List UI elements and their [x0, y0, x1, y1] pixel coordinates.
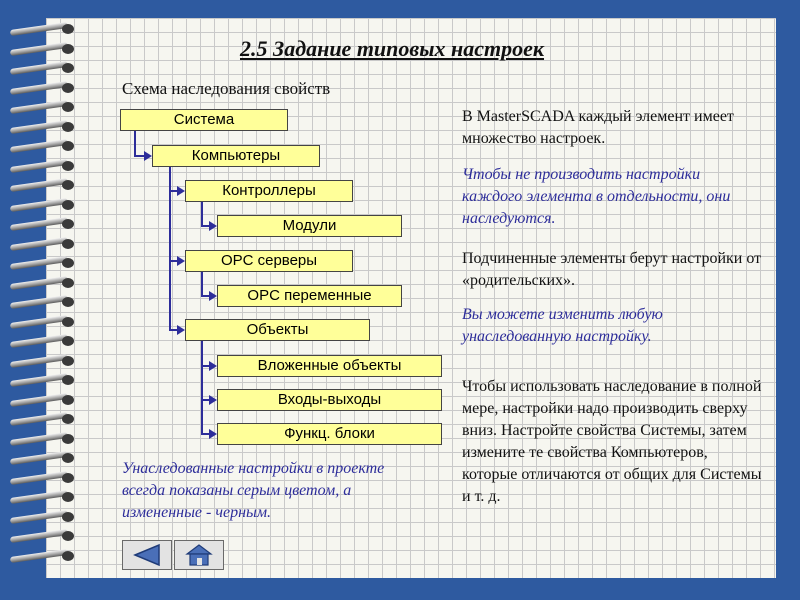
- binding-ring: [8, 548, 78, 563]
- binding-ring: [8, 60, 78, 76]
- binding-ring: [8, 333, 78, 349]
- home-icon: [185, 544, 213, 566]
- binding-ring: [8, 275, 78, 290]
- binding-ring: [8, 158, 78, 173]
- tree-node-opc-variables: OPC переменные: [217, 285, 402, 307]
- binding-ring: [8, 411, 78, 427]
- paragraph-override: Вы можете изменить любую унаследованную …: [462, 306, 663, 345]
- tree-node-opc-servers: OPC серверы: [185, 250, 353, 272]
- binding-ring: [8, 99, 78, 115]
- binding-ring: [8, 197, 78, 212]
- binding-ring: [8, 216, 78, 232]
- binding-ring: [8, 21, 78, 37]
- inheritance-note: Унаследованные настройки в проекте всегд…: [122, 460, 385, 521]
- tree-node-computers: Компьютеры: [152, 145, 320, 167]
- tree-node-modules: Модули: [217, 215, 402, 237]
- binding-ring: [8, 80, 78, 95]
- tree-node-function-blocks: Функц. блоки: [217, 423, 442, 445]
- binding-ring: [8, 41, 78, 56]
- tree-node-inputs-outputs: Входы-выходы: [217, 389, 442, 411]
- tree-node-controllers: Контроллеры: [185, 180, 353, 202]
- binding-ring: [8, 528, 78, 544]
- back-arrow-icon: [133, 543, 160, 567]
- spiral-binding: [8, 21, 78, 582]
- tree-node-objects: Объекты: [185, 319, 370, 341]
- binding-ring: [8, 509, 78, 524]
- binding-ring: [8, 255, 78, 271]
- binding-ring: [8, 372, 78, 388]
- binding-ring: [8, 294, 78, 310]
- slide-title: 2.5 Задание типовых настроек: [240, 36, 545, 61]
- binding-ring: [8, 470, 78, 485]
- binding-ring: [8, 177, 78, 193]
- tree-node-system: Система: [120, 109, 288, 131]
- back-button[interactable]: [122, 540, 172, 570]
- binding-ring: [8, 119, 78, 134]
- binding-ring: [8, 353, 78, 368]
- binding-ring: [8, 431, 78, 446]
- binding-ring: [8, 450, 78, 466]
- paragraph-children: Подчиненные элементы берут настройки от …: [462, 250, 762, 289]
- paragraph-inherited: Чтобы не производить настройки каждого э…: [462, 166, 731, 227]
- diagram-heading: Схема наследования свойств: [122, 79, 331, 98]
- binding-ring: [8, 392, 78, 407]
- paragraph-top-down: Чтобы использовать наследование в полной…: [462, 378, 762, 505]
- binding-ring: [8, 314, 78, 329]
- paragraph-elements: В MasterSCADA каждый элемент имеет множе…: [462, 108, 734, 147]
- home-button[interactable]: [174, 540, 224, 570]
- binding-ring: [8, 489, 78, 505]
- tree-node-nested-objects: Вложенные объекты: [217, 355, 442, 377]
- binding-ring: [8, 138, 78, 154]
- binding-ring: [8, 236, 78, 251]
